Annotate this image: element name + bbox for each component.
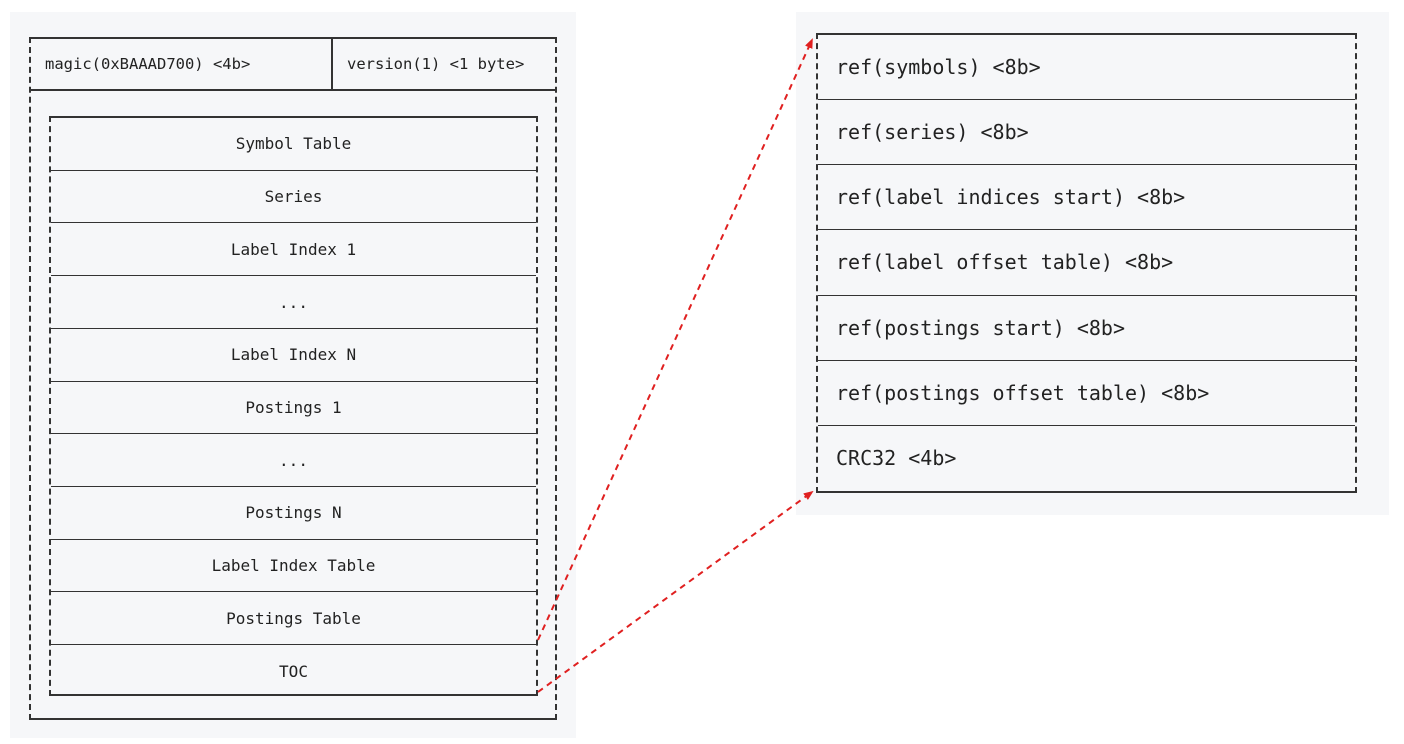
- toc-entry-postings-offset-table: ref(postings offset table) <8b>: [818, 361, 1355, 426]
- section-series: Series: [51, 171, 536, 224]
- connector-toc-bottom: [537, 490, 814, 693]
- section-label-index-1: Label Index 1: [51, 223, 536, 277]
- sections-box: Symbol Table Series Label Index 1 ... La…: [49, 116, 538, 696]
- section-postings-1: Postings 1: [51, 382, 536, 435]
- section-toc: TOC: [279, 662, 308, 682]
- toc-entry-postings-start: ref(postings start) <8b>: [818, 296, 1355, 361]
- toc-entry-series: ref(series) <8b>: [818, 100, 1355, 166]
- toc-entry-label-offset-table: ref(label offset table) <8b>: [818, 230, 1355, 296]
- connector-toc-top: [537, 38, 813, 641]
- file-header-row: magic(0xBAAAD700) <4b> version(1) <1 byt…: [31, 39, 555, 91]
- section-postings-n: Postings N: [51, 487, 536, 540]
- magic-field: magic(0xBAAAD700) <4b>: [45, 55, 251, 73]
- version-field: version(1) <1 byte>: [331, 39, 557, 89]
- toc-entry-symbols: ref(symbols) <8b>: [818, 35, 1355, 101]
- toc-entry-label-indices-start: ref(label indices start) <8b>: [818, 165, 1355, 231]
- section-label-index-table: Label Index Table: [51, 540, 536, 593]
- toc-entry-crc32: CRC32 <4b>: [836, 446, 957, 471]
- section-label-index-n: Label Index N: [51, 329, 536, 382]
- toc-detail-panel: [796, 12, 1389, 515]
- section-symbol-table: Symbol Table: [51, 118, 536, 171]
- section-postings-table: Postings Table: [51, 592, 536, 646]
- section-ellipsis-1: ...: [51, 276, 536, 329]
- index-file-panel: [10, 12, 576, 738]
- section-ellipsis-2: ...: [51, 434, 536, 488]
- toc-box: ref(symbols) <8b> ref(series) <8b> ref(l…: [816, 33, 1357, 493]
